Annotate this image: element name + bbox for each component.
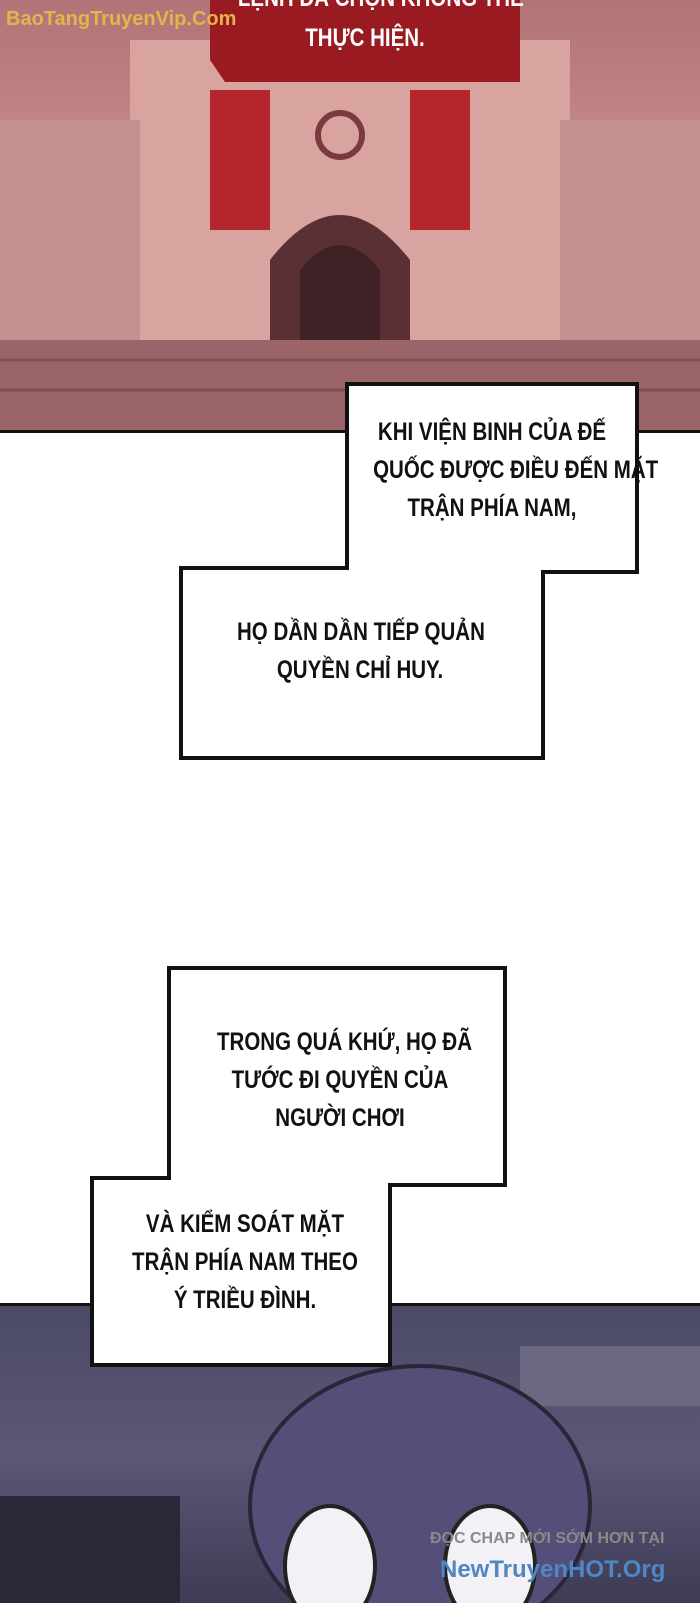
watermark: BaoTangTruyenVip.Com — [6, 8, 237, 30]
castle-illustration — [0, 0, 700, 430]
narration-line: NGƯỜI CHƠI — [275, 1104, 405, 1132]
caption-line: THỰC HIỆN. — [305, 24, 425, 52]
narration-line: HỌ DẦN DẦN TIẾP QUẢN — [237, 618, 485, 646]
narration-line: Ý TRIỀU ĐÌNH. — [173, 1286, 317, 1314]
castle-panel: LỆNH ĐÃ CHỌN KHÔNG THỂ THỰC HIỆN. BaoTan… — [0, 0, 700, 433]
narration-line: KHI VIỆN BINH CỦA ĐẾ — [377, 418, 607, 446]
caption-line: LỆNH ĐÃ CHỌN KHÔNG THỂ — [238, 0, 524, 16]
narration-line: TRẬN PHÍA NAM THEO — [132, 1248, 358, 1276]
narration-line: QUỐC ĐƯỢC ĐIỀU ĐẾN MẶT — [373, 456, 659, 484]
watermark: NewTruyenHOT.Org — [440, 1556, 666, 1583]
watermark: ĐỌC CHAP MỚI SỚM HƠN TẠI — [430, 1530, 665, 1547]
narration-line: TRONG QUÁ KHỨ, HỌ ĐÃ — [217, 1028, 473, 1056]
narration-line: TƯỚC ĐI QUYỀN CỦA — [231, 1066, 449, 1094]
narration-line: VÀ KIỂM SOÁT MẶT — [145, 1210, 345, 1238]
narration-line: TRẬN PHÍA NAM, — [407, 494, 577, 522]
narration-line: QUYỀN CHỈ HUY. — [276, 656, 444, 684]
